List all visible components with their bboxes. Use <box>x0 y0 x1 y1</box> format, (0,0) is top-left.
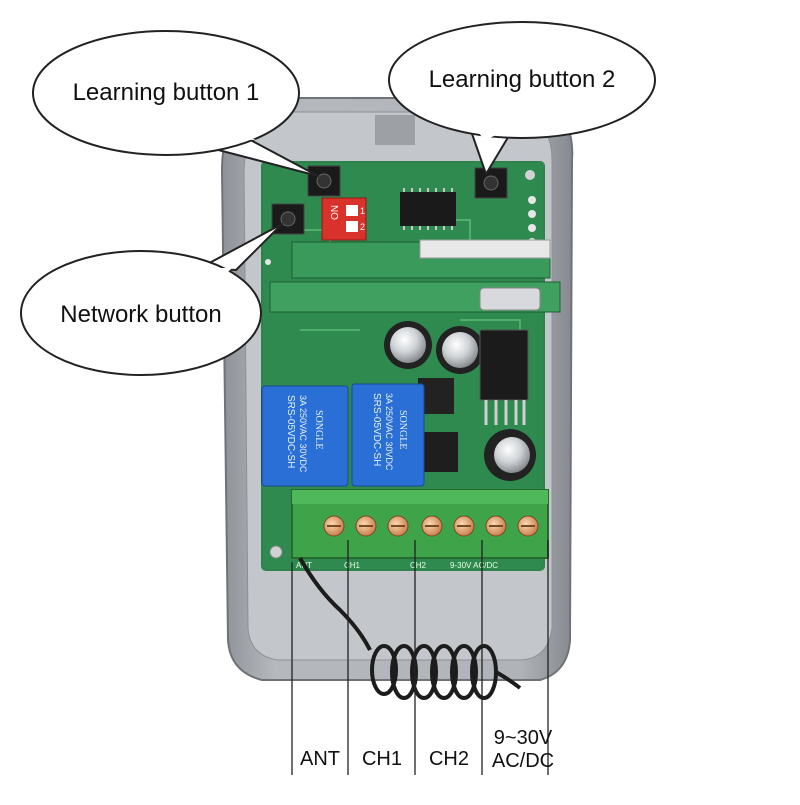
terminal-block: ANT CH1 CH2 9-30V AC/DC <box>291 489 549 570</box>
callout-learning-button-2: Learning button 2 <box>388 21 656 175</box>
dip-1-text: 1 <box>360 206 365 216</box>
callout-learning-button-2-text: Learning button 2 <box>429 66 616 93</box>
dip-on-text: ON <box>330 205 341 220</box>
label-ch2: CH2 <box>428 748 469 770</box>
label-power-voltage: 9~30V <box>493 727 553 749</box>
relay-1-rating: 3A 250VAC 30VDC <box>298 395 308 473</box>
indicator-lines <box>291 540 549 775</box>
terminal-ch2-text: CH2 <box>410 561 427 570</box>
terminal-ch1-text: CH1 <box>344 561 361 570</box>
voltage-regulator <box>479 329 529 425</box>
relay-2-rating: 3A 250VAC 30VDC <box>384 393 394 471</box>
callout-network-button-text: Network button <box>60 301 221 328</box>
capacitor-2 <box>436 326 484 374</box>
relay-1: 3A 250VAC 30VDC SRS-05VDC-SH SONGLE <box>261 385 349 487</box>
label-ch1: CH1 <box>361 748 402 770</box>
relay-2: 3A 250VAC 30VDC SRS-05VDC-SH SONGLE <box>351 383 425 487</box>
label-ant: ANT <box>300 748 340 770</box>
capacitor-3 <box>484 429 536 481</box>
label-power-type: AC/DC <box>491 750 555 772</box>
callout-network-button: Network button <box>20 223 283 376</box>
dip-switch: ON 1 2 <box>321 197 367 241</box>
callout-learning-button-1: Learning button 1 <box>32 30 319 177</box>
terminal-screws <box>323 515 539 537</box>
callout-learning-button-1-text: Learning button 1 <box>73 79 260 106</box>
transistor <box>420 432 458 472</box>
dip-2-text: 2 <box>360 222 365 232</box>
learning-button-1-component <box>307 165 341 197</box>
relay-1-brand: SONGLE <box>313 410 324 449</box>
antenna-coil <box>298 557 522 700</box>
rf-module <box>269 239 561 313</box>
learning-button-2-component <box>474 167 508 199</box>
relay-2-model: SRS-05VDC-SH <box>371 393 382 466</box>
terminal-power-text: 9-30V AC/DC <box>450 561 498 570</box>
relay-1-model: SRS-05VDC-SH <box>285 395 296 468</box>
relay-2-brand: SONGLE <box>397 410 408 449</box>
capacitor-1 <box>384 321 432 369</box>
ic-chip <box>400 188 456 230</box>
